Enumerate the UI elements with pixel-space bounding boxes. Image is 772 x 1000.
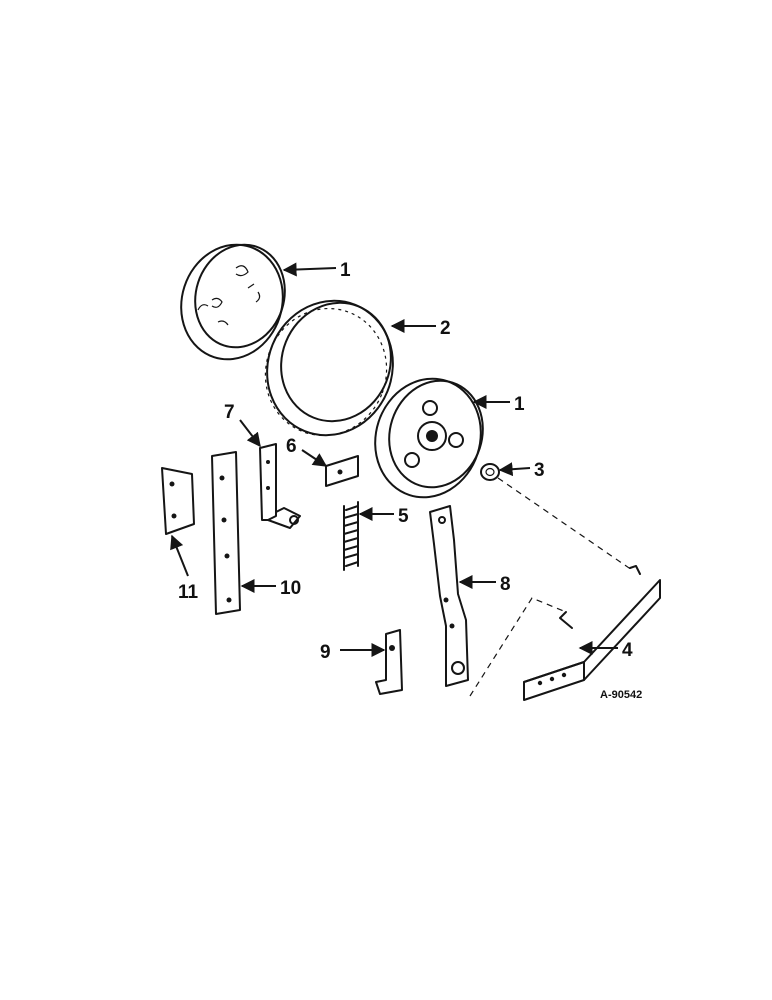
callout-2: 2 bbox=[440, 318, 451, 339]
callout-9: 9 bbox=[320, 642, 331, 663]
callout-6: 6 bbox=[286, 436, 297, 457]
part-6-plate bbox=[325, 455, 359, 487]
callout-10: 10 bbox=[280, 578, 301, 599]
callout-1-lower: 1 bbox=[514, 394, 525, 415]
callout-3: 3 bbox=[534, 460, 545, 481]
part-5-spring bbox=[343, 501, 359, 571]
part-4-axle-arm bbox=[523, 565, 661, 701]
assembly-dashed-lines bbox=[469, 477, 633, 697]
part-8-strap bbox=[429, 505, 469, 687]
part-9-l-bracket bbox=[375, 629, 403, 695]
callout-7: 7 bbox=[224, 402, 235, 423]
callout-1-upper: 1 bbox=[340, 260, 351, 281]
part-3-bearing bbox=[480, 463, 500, 481]
callout-4: 4 bbox=[622, 640, 633, 661]
callout-5: 5 bbox=[398, 506, 409, 527]
callout-labels: 1 2 1 3 4 5 6 7 8 9 10 11 bbox=[178, 260, 633, 663]
callout-11: 11 bbox=[178, 582, 199, 603]
part-1-lower-wheel bbox=[374, 377, 484, 499]
part-1-upper-wheel-disc bbox=[180, 243, 286, 361]
leader-arrows bbox=[170, 262, 618, 657]
part-2-tire bbox=[264, 299, 394, 437]
part-11-plate bbox=[161, 467, 195, 535]
figure-id: A-90542 bbox=[600, 689, 642, 701]
part-7-bracket bbox=[259, 443, 301, 529]
callout-8: 8 bbox=[500, 574, 511, 595]
part-10-flat-bar bbox=[211, 451, 241, 615]
